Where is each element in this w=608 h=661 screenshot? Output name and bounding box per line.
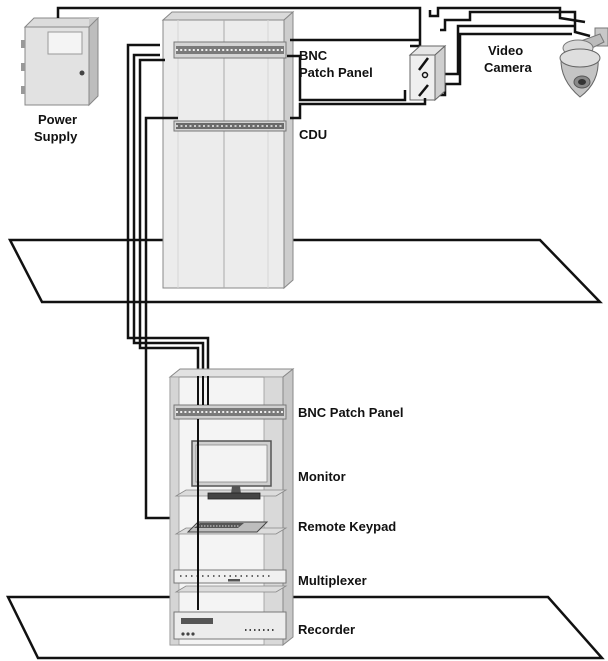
multiplexer (173, 569, 287, 584)
label-cdu: CDU (299, 127, 327, 142)
cabinet-cables (126, 38, 427, 520)
rack-cables (197, 376, 209, 610)
rack-patch-panel (173, 404, 287, 420)
label-multiplexer: Multiplexer (298, 573, 367, 588)
remote-keypad (186, 521, 269, 533)
upper-floor-plane (7, 238, 603, 304)
label-video-camera-2: Camera (484, 60, 532, 75)
label-monitor: Monitor (298, 469, 346, 484)
monitor (191, 440, 272, 500)
recorder (173, 611, 287, 640)
label-remote-keypad: Remote Keypad (298, 519, 396, 534)
equipment-cabinet (161, 10, 295, 290)
label-rack-bnc-patch-panel: BNC Patch Panel (298, 405, 403, 420)
junction-box (408, 44, 447, 102)
lower-floor-plane (5, 595, 605, 660)
video-camera (559, 27, 608, 98)
label-recorder: Recorder (298, 622, 355, 637)
label-power-supply-2: Supply (34, 129, 78, 144)
label-bnc-patch-panel-top-1: BNC (299, 48, 328, 63)
label-power-supply-1: Power (38, 112, 77, 127)
label-bnc-patch-panel-top-2: Patch Panel (299, 65, 373, 80)
power-supply (21, 16, 100, 107)
label-video-camera-1: Video (488, 43, 523, 58)
